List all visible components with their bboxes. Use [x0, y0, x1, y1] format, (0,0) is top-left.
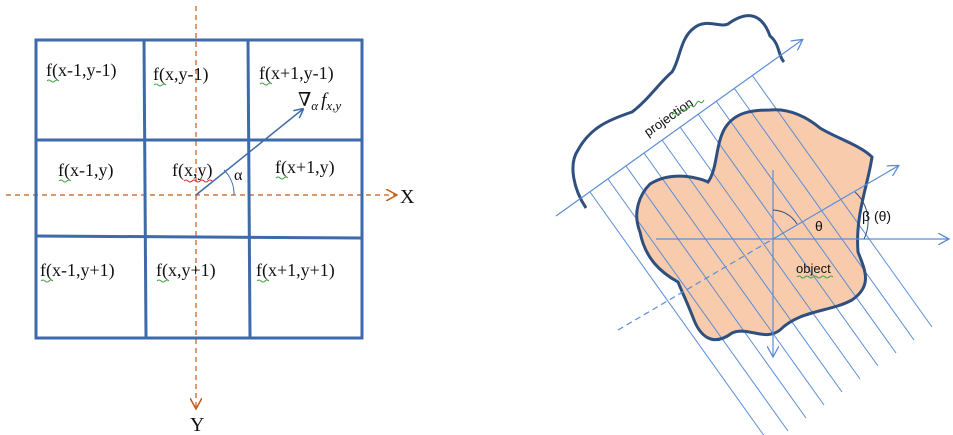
- projection-profile: [571, 14, 786, 209]
- projection-label-underline: [671, 99, 705, 116]
- object-label-underline: [796, 275, 834, 279]
- projection-label: projection: [641, 95, 696, 140]
- object-outline: [635, 108, 874, 341]
- grid-hline-2: [35, 234, 363, 240]
- grid-border: [34, 38, 364, 340]
- theta-arc: [772, 209, 798, 225]
- y-axis-label: Y: [190, 414, 204, 435]
- object-label: object: [796, 261, 831, 276]
- cell-label-bottom-left: f(x-1,y+1): [40, 260, 115, 281]
- beta-arc: [854, 191, 869, 240]
- spellcheck-underlines: [40, 79, 289, 283]
- beta-label: β (θ): [862, 208, 891, 224]
- angle-arc: [223, 169, 235, 196]
- cell-label-bottom-center: f(x,y+1): [156, 260, 216, 281]
- cell-label-center: f(x,y): [172, 160, 212, 181]
- cell-label-top-left: f(x-1,y-1): [46, 60, 116, 81]
- object-shape: [636, 109, 872, 340]
- pixel-grid: [34, 38, 364, 340]
- pixel-neighborhood-diagram: f(x-1,y-1) f(x,y-1) f(x+1,y-1) f(x-1,y) …: [6, 6, 415, 435]
- object-projection-diagram: projection object θ β (θ): [555, 14, 948, 435]
- cell-label-bottom-right: f(x+1,y+1): [256, 260, 335, 281]
- x-axis-label: X: [400, 186, 415, 208]
- angle-alpha-label: α: [234, 167, 243, 184]
- projection-axis: [555, 40, 802, 217]
- cell-label-top-right: f(x+1,y-1): [259, 63, 334, 84]
- theta-label: θ: [815, 218, 823, 234]
- projection-rays: [589, 74, 933, 435]
- grid-vline-1: [142, 39, 148, 339]
- cell-label-middle-right: f(x+1,y): [275, 157, 335, 178]
- grid-vline-2: [246, 39, 252, 339]
- gradient-arrow: [195, 109, 303, 196]
- cell-label-top-center: f(x,y-1): [153, 64, 208, 85]
- cell-label-middle-left: f(x-1,y): [58, 160, 113, 181]
- spellcheck-underline-red: [183, 179, 213, 183]
- projection-direction-solid: [772, 166, 898, 240]
